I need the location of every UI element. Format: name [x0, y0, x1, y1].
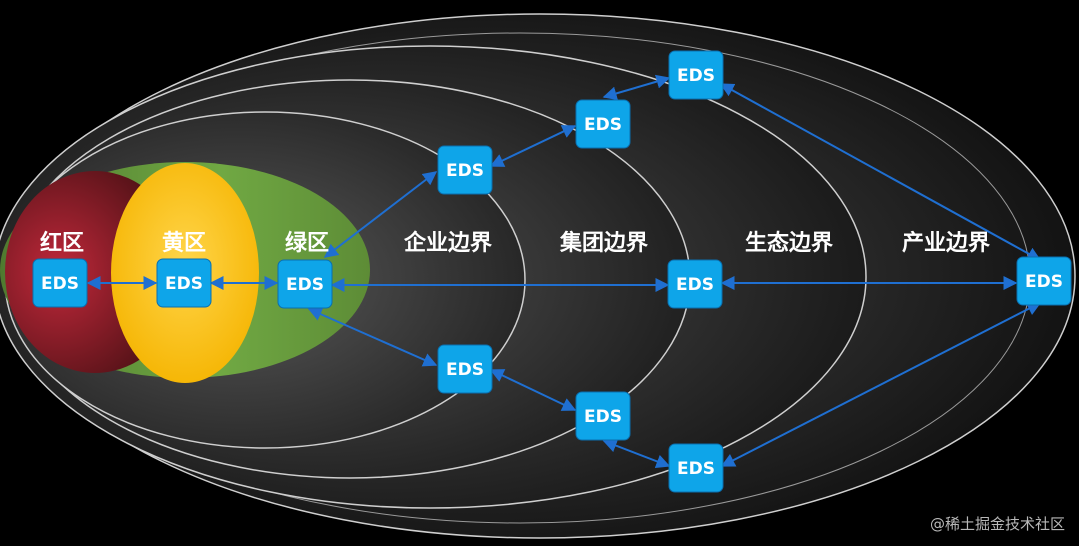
- label-ecosystem-boundary: 生态边界: [745, 230, 833, 256]
- eds-node-ecosystem-bottom[interactable]: EDS: [668, 443, 724, 493]
- eds-node-label: EDS: [676, 275, 714, 295]
- eds-node-green[interactable]: EDS: [277, 259, 333, 309]
- eds-node-group-center[interactable]: EDS: [667, 259, 723, 309]
- eds-node-enterprise-bottom[interactable]: EDS: [437, 344, 493, 394]
- link-ent-bottom-grp-bottom: [489, 369, 577, 411]
- eds-node-label: EDS: [677, 459, 715, 479]
- eds-node-label: EDS: [677, 66, 715, 86]
- eds-node-label: EDS: [446, 360, 484, 380]
- label-green-zone: 绿区: [285, 230, 329, 256]
- eds-node-group-bottom[interactable]: EDS: [575, 391, 631, 441]
- eds-node-red[interactable]: EDS: [32, 258, 88, 308]
- watermark: @稀土掘金技术社区: [929, 515, 1065, 533]
- eds-node-label: EDS: [41, 274, 79, 294]
- link-eco-bottom-industry: [720, 302, 1042, 467]
- eds-node-label: EDS: [1025, 272, 1063, 292]
- eds-node-yellow[interactable]: EDS: [156, 258, 212, 308]
- eds-node-label: EDS: [584, 115, 622, 135]
- eds-node-group-top[interactable]: EDS: [575, 99, 631, 149]
- link-green-ent-top: [323, 171, 438, 258]
- connections: [86, 74, 1042, 469]
- label-group-boundary: 集团边界: [559, 230, 648, 256]
- eds-node-label: EDS: [446, 161, 484, 181]
- link-ent-top-grp-top: [489, 125, 577, 167]
- eds-node-label: EDS: [286, 275, 324, 295]
- label-yellow-zone: 黄区: [162, 231, 206, 256]
- eds-node-industry[interactable]: EDS: [1016, 256, 1072, 306]
- label-enterprise-boundary: 企业边界: [403, 230, 492, 256]
- link-green-ent-bottom: [307, 307, 438, 367]
- label-industry-boundary: 产业边界: [902, 231, 990, 256]
- link-grp-top-eco-top: [602, 74, 671, 101]
- link-grp-bottom-eco-bottom: [602, 438, 671, 469]
- eds-node-label: EDS: [584, 407, 622, 427]
- eds-node-enterprise-top[interactable]: EDS: [437, 145, 493, 195]
- eds-node-ecosystem-top[interactable]: EDS: [668, 50, 724, 100]
- eds-node-label: EDS: [165, 274, 203, 294]
- link-eco-top-industry: [719, 83, 1042, 261]
- label-red-zone: 红区: [40, 230, 84, 256]
